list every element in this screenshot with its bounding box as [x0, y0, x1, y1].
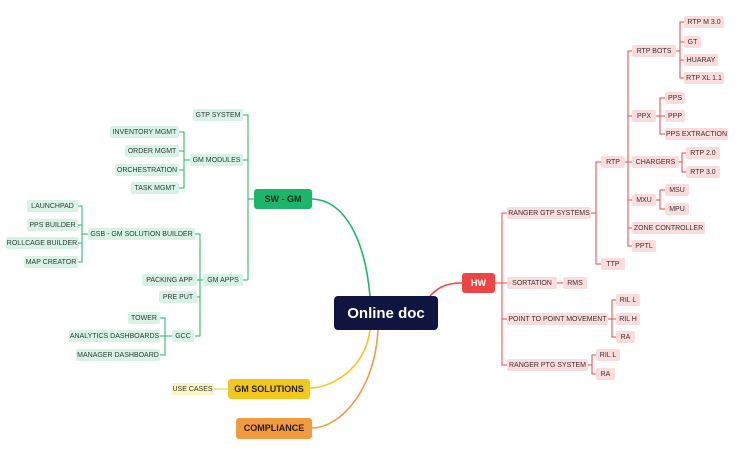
hw-node[interactable]: HW: [462, 273, 495, 293]
mxu-node[interactable]: MXU: [632, 194, 656, 206]
p2p-item[interactable]: RIL H: [616, 313, 640, 325]
mxu-item[interactable]: MSU: [665, 184, 689, 196]
gsb-node[interactable]: GSB - GM SOLUTION BUILDER: [88, 228, 195, 240]
ranger-ptg-node[interactable]: RANGER PTG SYSTEM: [507, 359, 588, 371]
p2p-item[interactable]: RA: [616, 331, 635, 343]
gm-solutions-node[interactable]: GM SOLUTIONS: [228, 379, 310, 399]
use-cases-node[interactable]: USE CASES: [171, 383, 214, 395]
p2p-item[interactable]: RIL L: [616, 294, 640, 306]
sw-gm-node[interactable]: SW - GM: [254, 189, 312, 209]
rtp-bot-item[interactable]: GT: [684, 36, 701, 48]
gtp-system-node[interactable]: GTP SYSTEM: [193, 109, 243, 121]
ppx-node[interactable]: PPX: [632, 110, 656, 122]
packing-app-node[interactable]: PACKING APP: [142, 274, 197, 286]
rtp-bot-item[interactable]: RTP XL 1.1: [684, 72, 724, 84]
rtp-bots-node[interactable]: RTP BOTS: [632, 45, 676, 57]
root-node[interactable]: Online doc: [334, 296, 438, 330]
module-item[interactable]: INVENTORY MGMT: [110, 126, 179, 138]
rtp-node[interactable]: RTP: [601, 156, 625, 168]
gcc-item[interactable]: ANALYTICS DASHBOARDS: [69, 330, 160, 342]
ppx-item[interactable]: PPS: [665, 92, 685, 104]
gsb-item[interactable]: LAUNCHPAD: [27, 200, 78, 212]
module-item[interactable]: ORDER MGMT: [125, 145, 179, 157]
gcc-item[interactable]: MANAGER DASHBOARD: [76, 349, 160, 361]
pptl-node[interactable]: PPTL: [632, 240, 656, 252]
rtp-bot-item[interactable]: HUARAY: [684, 54, 718, 66]
pre-put-node[interactable]: PRE PUT: [159, 291, 197, 303]
gm-apps-node[interactable]: GM APPS: [203, 274, 243, 286]
gsb-item[interactable]: PPS BUILDER: [27, 219, 78, 231]
ppx-item[interactable]: PPS EXTRACTION: [665, 128, 728, 140]
ppx-item[interactable]: PPP: [665, 110, 685, 122]
ptg-item[interactable]: RIL L: [596, 349, 620, 361]
gm-modules-node[interactable]: GM MODULES: [190, 154, 243, 166]
p2p-node[interactable]: POINT TO POINT MOVEMENT: [507, 313, 608, 325]
module-item[interactable]: TASK MGMT: [131, 182, 179, 194]
gcc-item[interactable]: TOWER: [128, 312, 160, 324]
gcc-node[interactable]: GCC: [172, 330, 194, 342]
chargers-node[interactable]: CHARGERS: [632, 156, 679, 168]
rms-node[interactable]: RMS: [563, 277, 587, 289]
compliance-node[interactable]: COMPLIANCE: [236, 418, 312, 439]
mxu-item[interactable]: MPU: [665, 203, 689, 215]
zone-controller-node[interactable]: ZONE CONTROLLER: [632, 222, 705, 234]
ttp-node[interactable]: TTP: [601, 258, 625, 270]
ranger-gtp-node[interactable]: RANGER GTP SYSTEMS: [507, 207, 591, 219]
charger-item[interactable]: RTP 2.0: [686, 147, 720, 159]
module-item[interactable]: ORCHESTRATION: [115, 164, 179, 176]
charger-item[interactable]: RTP 3.0: [686, 166, 720, 178]
ptg-item[interactable]: RA: [596, 368, 615, 380]
gsb-item[interactable]: MAP CREATOR: [24, 256, 78, 268]
rtp-bot-item[interactable]: RTP M 3.0: [684, 16, 724, 28]
gsb-item[interactable]: ROLLCAGE BUILDER: [6, 237, 78, 249]
sortation-node[interactable]: SORTATION: [507, 277, 557, 289]
